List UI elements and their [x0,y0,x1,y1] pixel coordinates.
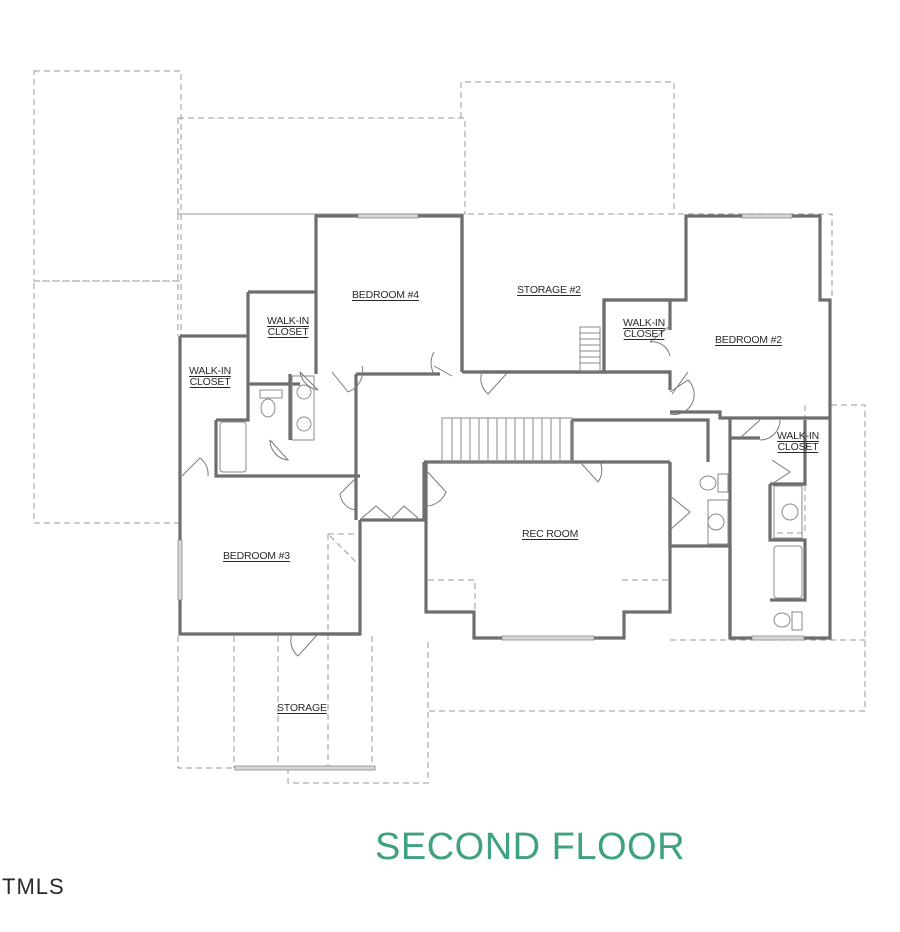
windows [177,213,805,771]
staircase [441,326,601,463]
walls [178,214,832,640]
bath-fixtures [219,375,803,631]
room-label-bedroom-2: BEDROOM #2 [715,334,782,346]
room-label-bedroom-3: BEDROOM #3 [223,550,290,562]
floor-title: SECOND FLOOR [375,826,686,868]
room-label-walk-in-closet-bed2-upper: WALK-IN CLOSET [623,317,665,340]
room-label-storage-2: STORAGE #2 [517,284,581,296]
roof-outlines [33,70,866,784]
room-label-rec-room: REC ROOM [522,528,579,540]
room-label-walk-in-closet-bed2-lower: WALK-IN CLOSET [777,430,819,453]
doors [181,325,791,657]
room-label-storage: STORAGE [277,702,327,714]
room-label-bedroom-4: BEDROOM #4 [352,289,419,301]
room-label-walk-in-closet-bed4: WALK-IN CLOSET [267,315,309,338]
mls-watermark: TMLS [2,874,65,899]
room-label-walk-in-closet-bed3: WALK-IN CLOSET [189,365,231,388]
